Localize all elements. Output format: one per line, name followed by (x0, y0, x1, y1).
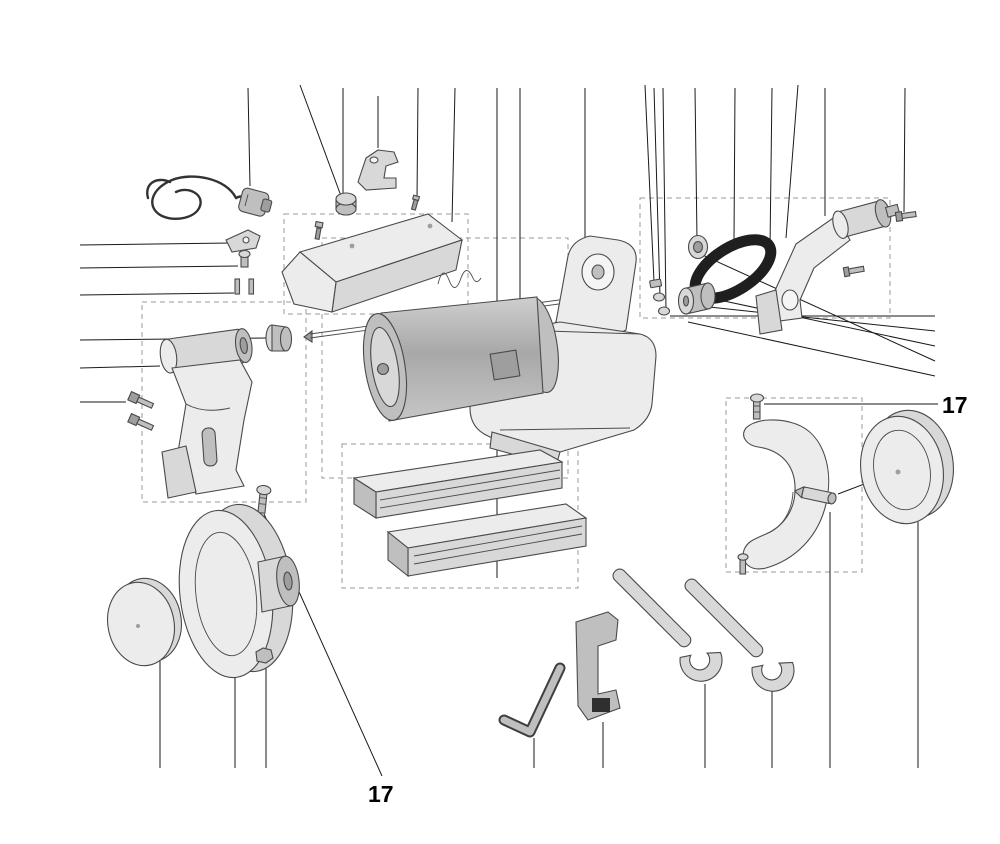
clamp-pin (234, 278, 241, 295)
base-rail-upper (352, 449, 564, 520)
belt-guard-cover (281, 213, 464, 313)
shaft-bolt (894, 210, 917, 222)
arm-shaft-boss (832, 199, 901, 239)
spacer-bushing (265, 324, 293, 352)
label-17-bottom: 17 (368, 781, 394, 807)
tension-spring (437, 270, 482, 288)
mounting-bracket (357, 149, 399, 191)
right-support-arm (755, 199, 917, 335)
grinding-wheel-main (178, 503, 300, 679)
hex-key (498, 662, 566, 738)
arbor-nut (255, 647, 274, 664)
cable-clamp-assembly (225, 229, 261, 295)
adjustment-screw-left (256, 484, 272, 514)
backing-disc (107, 577, 182, 667)
adjustment-screw-right (749, 393, 765, 420)
hex-bolts (127, 390, 155, 431)
cover-screw-left (314, 220, 324, 240)
guard-screw (737, 553, 749, 575)
arm-bolt (842, 265, 865, 278)
grinding-wheel-right (859, 409, 955, 525)
drive-pulley (677, 282, 716, 315)
leader-lines (79, 84, 938, 777)
base-rail-lower (386, 503, 588, 578)
brush-holder (489, 349, 521, 381)
motor (362, 296, 559, 422)
open-end-wrench-2 (670, 568, 803, 701)
label-17-right: 17 (942, 392, 968, 418)
tool-rest-clamp (575, 611, 621, 721)
open-end-wrench-1 (598, 558, 731, 691)
fastener-stack (649, 278, 671, 316)
wheel-guard (742, 419, 830, 570)
bearing-washer (687, 234, 709, 260)
power-plug-and-cord (146, 175, 273, 220)
clamp-pin (248, 278, 255, 295)
cover-screw-top (410, 194, 421, 211)
arbor-pin (793, 485, 837, 505)
lock-nut (335, 192, 357, 216)
left-support-bracket (159, 328, 253, 499)
